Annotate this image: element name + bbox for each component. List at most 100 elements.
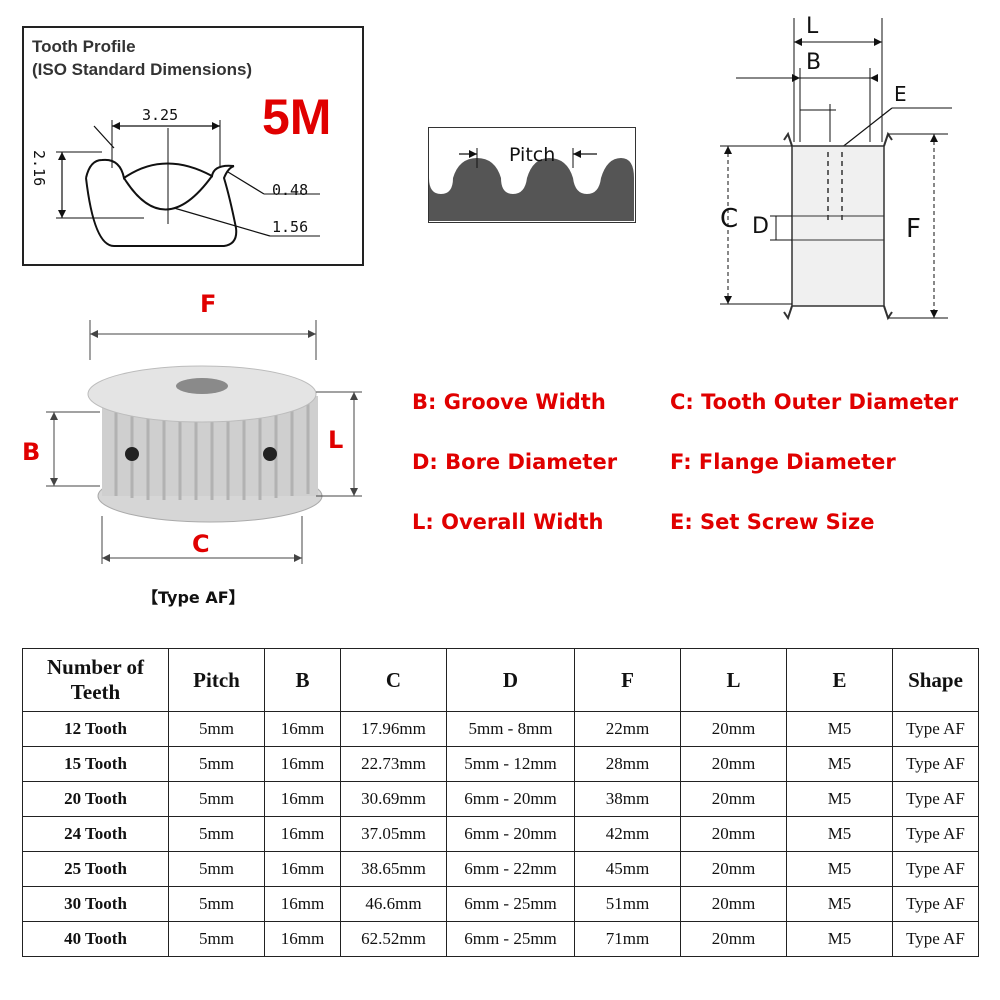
cell: 16mm [264, 851, 341, 887]
cell: 38mm [574, 781, 681, 817]
cell: 20mm [680, 746, 787, 782]
cell: M5 [786, 781, 893, 817]
dim-radius: 0.48 [272, 181, 309, 199]
cell: M5 [786, 851, 893, 887]
pitch-diagram: Pitch [428, 127, 636, 223]
cell: 5mm [168, 746, 265, 782]
cell: M5 [786, 711, 893, 747]
photo-label-F: F [200, 290, 217, 318]
cell: 5mm [168, 816, 265, 852]
header-b: B [264, 648, 341, 712]
cell: 30 Tooth [22, 886, 169, 922]
cell: Type AF [892, 851, 979, 887]
cell: 20mm [680, 816, 787, 852]
side-label-B: B [806, 50, 822, 75]
photo-label-L: L [328, 426, 344, 454]
cell: 15 Tooth [22, 746, 169, 782]
dim-height: 2.16 [30, 150, 48, 187]
legend-set-screw-size: E: Set Screw Size [670, 510, 875, 534]
cell: 12 Tooth [22, 711, 169, 747]
cell: Type AF [892, 711, 979, 747]
cell: 42mm [574, 816, 681, 852]
cell: 17.96mm [340, 711, 447, 747]
legend-groove-width: B: Groove Width [412, 390, 606, 414]
cell: 51mm [574, 886, 681, 922]
type-caption: 【Type AF】 [142, 588, 245, 607]
cell: 6mm - 20mm [446, 816, 575, 852]
cell: 45mm [574, 851, 681, 887]
header-number-of-teeth: Number of Teeth [22, 648, 169, 712]
table-row: 30 Tooth 5mm 16mm 46.6mm 6mm - 25mm 51mm… [22, 886, 979, 922]
cell: 38.65mm [340, 851, 447, 887]
cell: M5 [786, 921, 893, 957]
cell: 20mm [680, 711, 787, 747]
profile-subtitle: (ISO Standard Dimensions) [32, 60, 253, 79]
cell: 6mm - 20mm [446, 781, 575, 817]
cell: 16mm [264, 711, 341, 747]
table-row: 20 Tooth 5mm 16mm 30.69mm 6mm - 20mm 38m… [22, 781, 979, 817]
photo-label-B: B [22, 438, 41, 466]
cell: M5 [786, 886, 893, 922]
table-row: 40 Tooth 5mm 16mm 62.52mm 6mm - 25mm 71m… [22, 921, 979, 957]
cell: Type AF [892, 781, 979, 817]
cell: 5mm [168, 886, 265, 922]
cell: 25 Tooth [22, 851, 169, 887]
legend-overall-width: L: Overall Width [412, 510, 604, 534]
table-row: 25 Tooth 5mm 16mm 38.65mm 6mm - 22mm 45m… [22, 851, 979, 887]
cell: Type AF [892, 746, 979, 782]
cell: 37.05mm [340, 816, 447, 852]
profile-title: Tooth Profile [32, 37, 136, 56]
spec-table: Number of Teeth Pitch B C D F L E Shape … [22, 648, 979, 957]
cell: 20mm [680, 781, 787, 817]
cell: 5mm [168, 711, 265, 747]
table-header-row: Number of Teeth Pitch B C D F L E Shape [22, 648, 979, 712]
dim-top-width: 3.25 [142, 106, 179, 124]
cell: 5mm [168, 781, 265, 817]
side-label-F: F [906, 214, 921, 244]
cell: 62.52mm [340, 921, 447, 957]
cell: 20mm [680, 921, 787, 957]
cell: 5mm - 8mm [446, 711, 575, 747]
header-e: E [786, 648, 893, 712]
header-shape: Shape [892, 648, 979, 712]
header-l: L [680, 648, 787, 712]
pulley-photo [46, 320, 362, 564]
cell: 5mm [168, 921, 265, 957]
cell: Type AF [892, 816, 979, 852]
cell: 6mm - 25mm [446, 921, 575, 957]
cell: 20mm [680, 851, 787, 887]
cell: M5 [786, 816, 893, 852]
cell: 5mm - 12mm [446, 746, 575, 782]
cell: 16mm [264, 921, 341, 957]
header-pitch: Pitch [168, 648, 265, 712]
pitch-label: Pitch [509, 144, 556, 166]
side-label-C: C [720, 204, 739, 234]
legend-bore-diameter: D: Bore Diameter [412, 450, 618, 474]
side-label-E: E [894, 82, 907, 106]
cell: 16mm [264, 886, 341, 922]
cell: 30.69mm [340, 781, 447, 817]
cell: 5mm [168, 851, 265, 887]
cell: 40 Tooth [22, 921, 169, 957]
cell: Type AF [892, 886, 979, 922]
table-row: 12 Tooth 5mm 16mm 17.96mm 5mm - 8mm 22mm… [22, 711, 979, 747]
cell: 20mm [680, 886, 787, 922]
cell: 22.73mm [340, 746, 447, 782]
photo-label-C: C [192, 530, 210, 558]
cell: 16mm [264, 781, 341, 817]
header-f: F [574, 648, 681, 712]
belt-type-label: 5M [262, 89, 332, 145]
cell: 16mm [264, 746, 341, 782]
cell: 6mm - 22mm [446, 851, 575, 887]
legend-flange-diameter: F: Flange Diameter [670, 450, 896, 474]
tooth-profile-box: Tooth Profile (ISO Standard Dimensions) … [22, 26, 364, 266]
side-label-L: L [806, 14, 819, 39]
cell: Type AF [892, 921, 979, 957]
cell: 16mm [264, 816, 341, 852]
cell: 24 Tooth [22, 816, 169, 852]
cell: 22mm [574, 711, 681, 747]
cell: 28mm [574, 746, 681, 782]
tooth-profile-drawing [56, 120, 320, 247]
side-label-D: D [752, 214, 769, 239]
cell: M5 [786, 746, 893, 782]
